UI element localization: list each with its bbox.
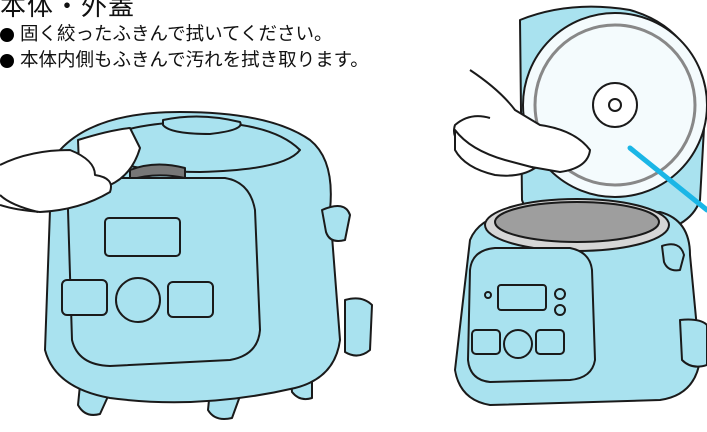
instruction-list: 固く絞ったふきんで拭いてください。 本体内側もふきんで汚れを拭き取ります。 xyxy=(0,22,369,74)
rice-cooker-right xyxy=(454,5,707,406)
hand-with-cloth-left xyxy=(0,127,141,213)
instruction-text: 固く絞ったふきんで拭いてください。 xyxy=(20,24,333,45)
rice-cooker-left xyxy=(44,111,373,420)
bullet-icon xyxy=(0,28,14,42)
instruction-text: 本体内側もふきんで汚れを拭き取ります。 xyxy=(20,50,369,71)
instruction-item: 本体内側もふきんで汚れを拭き取ります。 xyxy=(0,48,369,74)
bullet-icon xyxy=(0,54,14,68)
instruction-item: 固く絞ったふきんで拭いてください。 xyxy=(0,22,369,48)
hand-with-cloth-right xyxy=(453,69,591,177)
pointer-arrow xyxy=(627,145,707,213)
page-heading: 本体・外蓋 xyxy=(0,0,136,22)
